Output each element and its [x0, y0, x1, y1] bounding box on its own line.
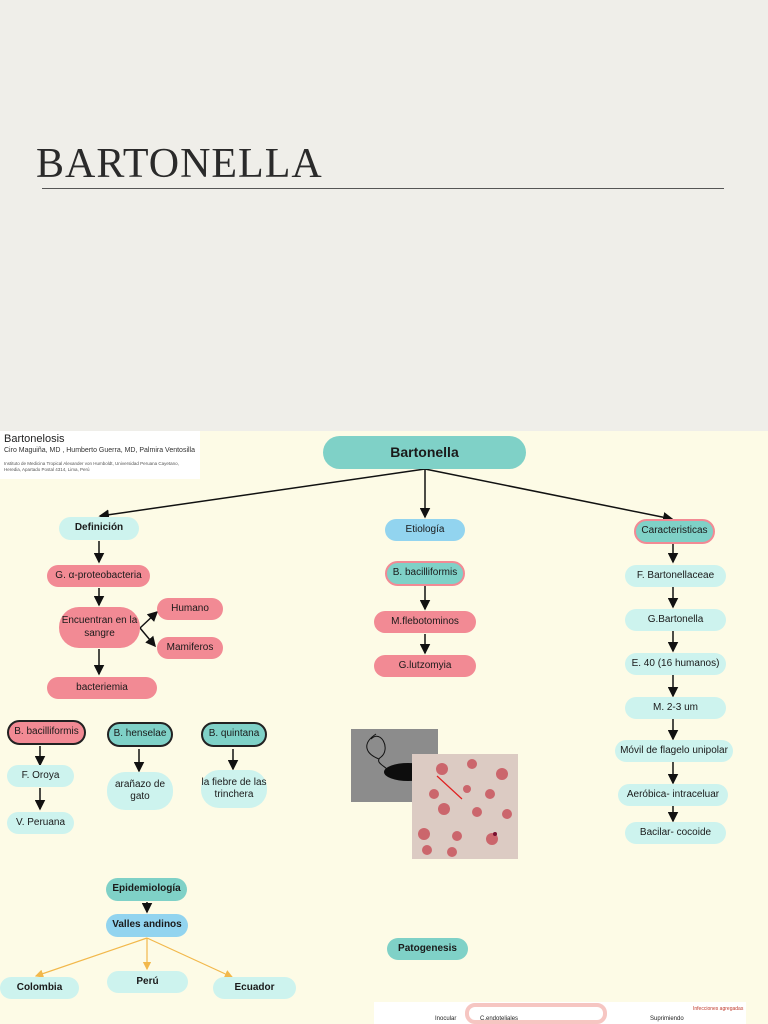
concept-map: Bartonelosis Ciro Maguiña, MD , Humberto… [0, 431, 768, 1024]
medida-node: M. 2-3 um [625, 697, 726, 719]
proteobacteria-node: G. α-proteobacteria [47, 565, 150, 587]
connector-lines [34, 468, 679, 978]
definicion-node: Definición [59, 517, 139, 540]
familia-node: F. Bartonellaceae [625, 565, 726, 587]
citation-title: Bartonelosis [4, 433, 65, 445]
bacilliformis-etiologia-node: B. bacilliformis [385, 561, 465, 586]
colombia-node: Colombia [0, 977, 79, 999]
oroya-node: F. Oroya [7, 765, 74, 787]
bacteriemia-node: bacteriemia [47, 677, 157, 699]
humano-node: Humano [157, 598, 223, 620]
strip-inocular: Inocular [435, 1016, 457, 1022]
aranazo-node: arañazo de gato [107, 772, 173, 810]
henselae-node: B. henselae [107, 722, 173, 747]
pathogenesis-box [465, 1003, 607, 1024]
bacilar-node: Bacilar- cocoide [625, 822, 726, 844]
title-underline [42, 188, 724, 189]
especies-node: E. 40 (16 humanos) [625, 653, 726, 675]
movil-node: Móvil de flagelo unipolar [615, 740, 733, 762]
ecuador-node: Ecuador [213, 977, 296, 999]
strip-suprimiendo: Suprimiendo [650, 1016, 684, 1022]
caracteristicas-node: Caracteristicas [634, 519, 715, 544]
genero-node: G.Bartonella [625, 609, 726, 631]
quintana-node: B. quintana [201, 722, 267, 747]
epidemiologia-node: Epidemiología [106, 878, 187, 901]
aerobica-node: Aeróbica- intraceluar [618, 784, 728, 806]
strip-infecciones: Infecciones agregadas [693, 1006, 744, 1012]
patogenesis-node: Patogenesis [387, 938, 468, 960]
encuentran-node: Encuentran en la sangre [59, 607, 140, 648]
flebotominos-node: M.flebotominos [374, 611, 476, 633]
valles-node: Valles andinos [106, 914, 188, 937]
peru-node: Perú [107, 971, 188, 993]
mamiferos-node: Mamiferos [157, 637, 223, 659]
citation-institution: Instituto de Medicina Tropical Alexander… [4, 461, 179, 472]
lutzomyia-node: G.lutzomyia [374, 655, 476, 677]
citation-box: Bartonelosis Ciro Maguiña, MD , Humberto… [0, 431, 200, 479]
root-node: Bartonella [323, 436, 526, 469]
strip-endoteliales: C.endoteliales [480, 1016, 519, 1022]
blood-smear-micrograph [412, 754, 518, 859]
etiologia-node: Etiología [385, 519, 465, 541]
slide-title: BARTONELLA [36, 141, 323, 187]
fiebre-node: la fiebre de las trinchera [201, 770, 267, 808]
peruana-node: V. Peruana [7, 812, 74, 834]
title-slide: BARTONELLA [0, 0, 768, 430]
citation-authors: Ciro Maguiña, MD , Humberto Guerra, MD, … [4, 447, 196, 454]
bacilliformis-node: B. bacilliformis [7, 720, 86, 745]
